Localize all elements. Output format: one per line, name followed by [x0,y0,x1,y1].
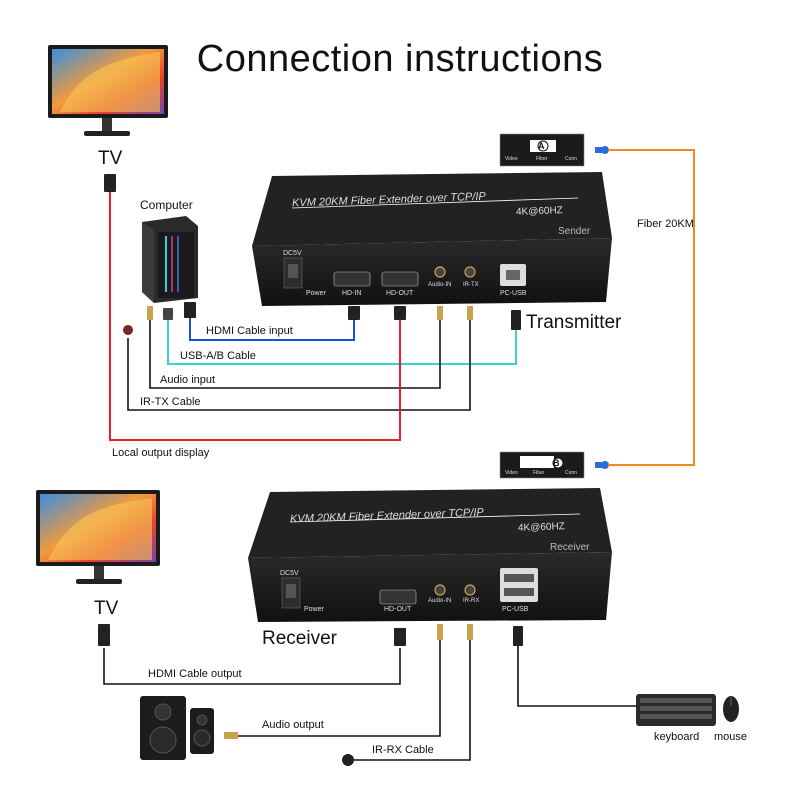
module-b-port-fiber: Fiber [533,470,545,476]
transmitter-panel-sub: 4K@60HZ [515,205,564,218]
hdmi-input-cable [189,318,355,341]
rx-port-power: Power [304,606,324,613]
receiver-label: Receiver [262,628,337,649]
audio-output-cable [232,640,441,737]
speakers-icon [140,696,214,760]
module-b-label: B [553,458,560,468]
local-output-cable [109,192,401,441]
receiver-role: Receiver [550,542,590,553]
ir-rx-cable [346,640,471,761]
ir-rx-label: IR-RX Cable [372,744,434,756]
tx-port-dc5v: DC5V [283,250,302,257]
receiver-panel-sub: 4K@60HZ [517,521,566,534]
tv-top-icon [48,45,168,136]
transmitter-label: Transmitter [526,312,622,333]
bottom-connectors [98,624,523,766]
tx-port-hdin: HD-IN [342,290,362,297]
audio-output-label: Audio output [262,719,324,731]
rx-port-audioin: Audio-IN [428,598,452,604]
audio-input-label: Audio input [160,374,216,386]
rx-port-hdout: HD-OUT [384,606,412,613]
tx-port-pcusb: PC-USB [500,290,527,297]
keyboard-label: keyboard [654,731,700,743]
rx-port-dc5v: DC5V [280,570,299,577]
hdmi-input-label: HDMI Cable input [206,325,293,337]
top-connectors [104,174,521,335]
computer-label: Computer [140,198,193,212]
tv-bottom-icon [36,490,160,584]
local-output-label: Local output display [112,447,210,459]
mouse-label: mouse [714,731,748,743]
transmitter-role: Sender [558,226,591,237]
computer-tower-icon [142,216,198,303]
receiver-box [248,488,612,622]
fiber-cable [608,149,695,466]
tx-port-irtx: IR-TX [463,282,479,288]
ir-tx-label: IR-TX Cable [140,396,201,408]
ir-tx-cable [127,320,471,411]
module-a-port-conn: Conn [565,156,577,162]
module-b-port-conn: Conn [565,470,577,476]
module-a-port-fiber: Fiber [536,156,548,162]
module-b-port-video: Video [505,470,518,476]
audio-input-cable [149,318,441,389]
usb-keyboard-cable [517,646,636,707]
fiber-module-b [499,451,609,479]
tv-top-label: TV [98,148,123,169]
hdmi-output-cable [103,648,401,685]
tx-port-power: Power [306,290,326,297]
keyboard-icon [636,694,716,726]
rx-port-irrx: IR-RX [463,598,480,604]
fiber-module-a [499,133,609,167]
mouse-icon [723,696,739,722]
module-a-label: A [538,141,545,151]
tx-port-hdout: HD-OUT [386,290,414,297]
tv-bottom-label: TV [94,598,119,619]
fiber-label: Fiber 20KM [637,218,694,230]
rx-port-pcusb: PC-USB [502,606,529,613]
usb-ab-cable [167,318,517,365]
hdmi-output-label: HDMI Cable output [148,668,242,680]
usb-ab-label: USB-A/B Cable [180,350,256,362]
transmitter-box [252,172,612,306]
page-title: Connection instructions [196,38,604,80]
tx-port-audioin: Audio-IN [428,282,452,288]
module-a-port-video: Video [505,156,518,162]
